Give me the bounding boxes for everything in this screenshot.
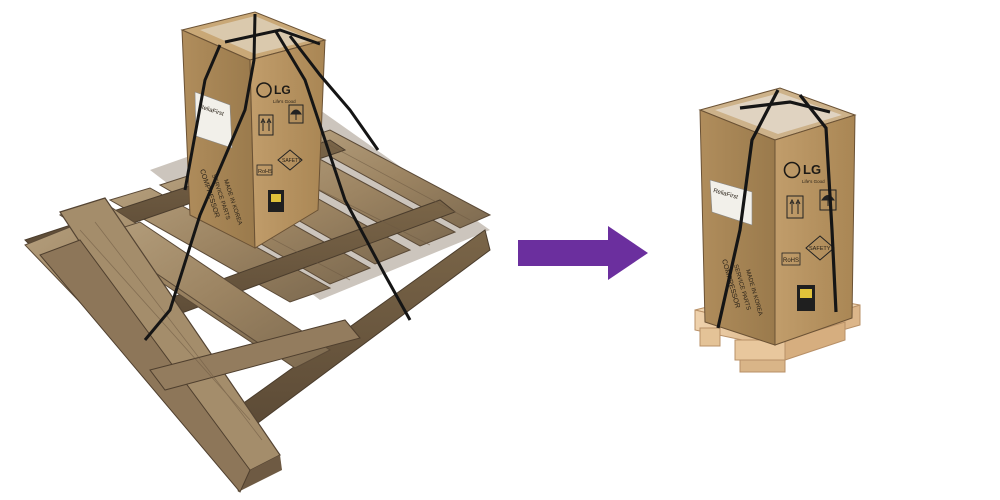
right-box-tagline: Life's Good bbox=[802, 179, 825, 184]
right-lg-compressor-box: ReliaFirst COMPRESSOR SERVICE PARTS MADE… bbox=[698, 87, 857, 346]
left-lg-compressor-box: ReliaFirst COMPRESSOR SERVICE PARTS MADE… bbox=[143, 11, 412, 341]
right-box-rohs: RoHS bbox=[783, 258, 799, 264]
left-box-straps bbox=[143, 13, 412, 341]
left-box-rohs: RoHS bbox=[258, 169, 273, 175]
this-way-up-icon bbox=[258, 114, 274, 136]
left-box-tagline: Life's Good bbox=[273, 99, 296, 104]
right-this-way-up-icon bbox=[786, 195, 804, 219]
arrow-right-icon bbox=[518, 226, 648, 280]
keep-dry-icon bbox=[288, 104, 304, 124]
right-box-brand: LG bbox=[803, 162, 821, 177]
right-keep-dry-icon bbox=[819, 189, 837, 211]
left-box-safety: SAFETY bbox=[282, 158, 302, 164]
right-lg-logo: LG Life's Good bbox=[783, 161, 825, 184]
left-lg-logo: LG Life's Good bbox=[256, 82, 296, 104]
right-box-safety: SAFETY bbox=[809, 246, 831, 252]
right-box-straps bbox=[716, 89, 838, 329]
left-box-brand: LG bbox=[274, 83, 291, 97]
